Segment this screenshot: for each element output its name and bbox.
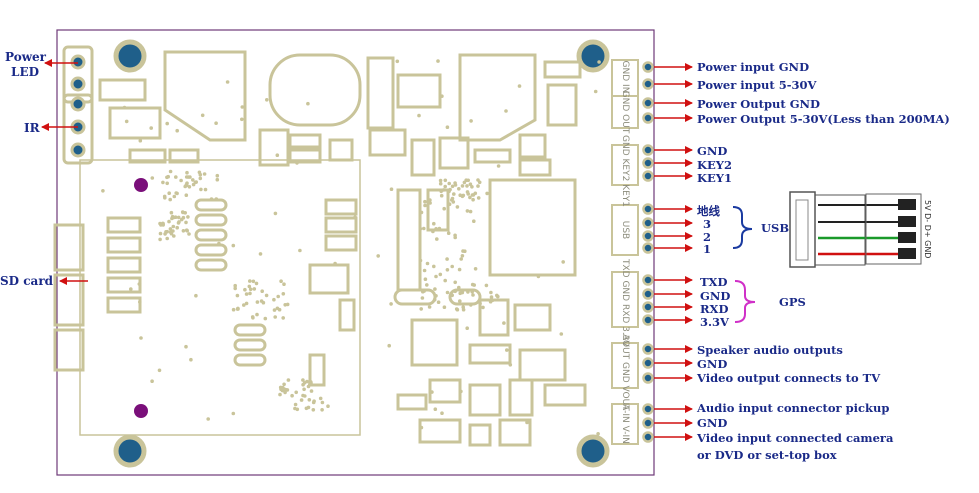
edge-pad [642,301,654,313]
silk-out: GND OUT [620,90,630,134]
edge-pad [642,357,654,369]
label-arrows [41,59,693,441]
label-power-input-gnd: Power input GND [697,60,810,74]
label-power-input-5-30v: Power input 5-30V [697,78,817,92]
usb-brace [732,206,753,249]
usb-pin-labels: 5V D- D+ GND [922,200,934,258]
edge-pad [642,170,654,182]
label-video-out: Video output connects to TV [697,371,881,385]
silk-aout: AOUT GND VOUT [620,334,630,411]
silkscreen-boxes [611,59,639,445]
edge-pad [642,403,654,415]
edge-pad [642,431,654,443]
label-gps-group: GPS [779,295,806,309]
label-video-in-2: or DVD or set-top box [697,448,837,462]
label-key-gnd: GND [697,144,728,158]
usb-pin-gnd: GND [923,240,932,259]
label-usb-ground: 地线 [697,204,720,218]
silk-ain: A-IN V-IN [620,404,630,444]
edge-pad [642,61,654,73]
edge-pad [642,288,654,300]
board-outline [56,29,655,476]
silk-gps: TXD GND RXD 3.3V [620,259,630,347]
mounting-holes [113,39,610,468]
label-audio-in: Audio input connector pickup [697,401,890,415]
edge-pad [642,112,654,124]
edge-pad [642,417,654,429]
silk-usb: USB [620,220,630,240]
label-key1: KEY1 [697,171,732,185]
label-ir: IR [24,121,40,135]
label-power-output-5-30v: Power Output 5-30V(Less than 200MA) [697,112,950,126]
label-sd-card: SD card [0,274,54,288]
label-usb-3: 3 [703,217,712,231]
edge-pad [642,97,654,109]
label-rxd: RXD [700,302,729,316]
usb-pin-dminus: D- [923,213,932,223]
edge-pad [642,217,654,229]
label-speaker: Speaker audio outputs [697,343,843,357]
fiducial-bottom [134,404,148,418]
label-av-gnd: GND [697,357,728,371]
edge-pad [642,242,654,254]
label-power-led: Power LED [5,50,46,79]
component-footprints [53,45,587,447]
edge-pad [642,314,654,326]
edge-pad [642,78,654,90]
label-txd: TXD [700,275,728,289]
edge-pad [642,372,654,384]
silk-key: GND KEY2 KEY1 [620,135,630,207]
label-usb-1: 1 [703,242,712,256]
edge-pad [642,157,654,169]
edge-pad [642,343,654,355]
label-ain-gnd: GND [697,416,728,430]
label-video-in-1: Video input connected camera [697,431,894,445]
edge-pad [642,203,654,215]
usb-pin-5v: 5V [923,200,932,211]
edge-pad [642,230,654,242]
usb-pin-dplus: D+ [923,224,932,238]
gps-brace [734,280,756,323]
label-power-output-gnd: Power Output GND [697,97,821,111]
fiducial-top [134,178,148,192]
label-usb-group: USB [761,221,790,235]
label-gps-gnd: GND [700,289,731,303]
edge-pad [642,274,654,286]
via-dots [101,59,601,436]
usb-plug-illustration [789,191,922,268]
label-key2: KEY2 [697,158,732,172]
label-3v3: 3.3V [700,315,729,329]
edge-pad [642,144,654,156]
edge-connector-pads [642,61,654,443]
label-usb-2: 2 [703,230,712,244]
